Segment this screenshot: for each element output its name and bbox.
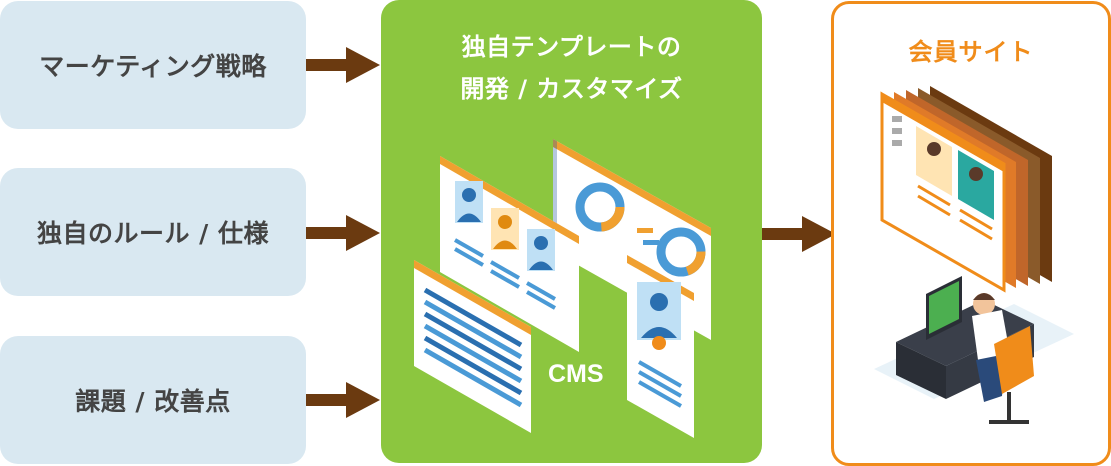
cms-panel-title: 独自テンプレートの 開発 / カスタマイズ xyxy=(381,26,762,110)
input-box-original-rules: 独自のルール / 仕様 xyxy=(0,168,306,296)
member-site-title: 会員サイト xyxy=(908,38,1034,66)
member-site-illustration xyxy=(874,86,1074,424)
arrow-right-icon xyxy=(306,215,380,251)
cms-templates-illustration xyxy=(414,139,711,438)
member-site-panel: 会員サイト xyxy=(831,1,1111,466)
input-box-label: 独自のルール / 仕様 xyxy=(36,219,270,248)
template-window-table-icon xyxy=(414,260,531,433)
stacked-websites-icon xyxy=(880,86,1052,293)
input-box-marketing-strategy: マーケティング戦略 xyxy=(0,1,306,129)
arrow-right-icon xyxy=(306,382,380,418)
cms-panel: 独自テンプレートの 開発 / カスタマイズ CMS xyxy=(381,0,762,463)
input-box-issues: 課題 / 改善点 xyxy=(0,336,306,464)
template-window-profiles-icon xyxy=(440,156,579,352)
cms-title-line-2: 開発 / カスタマイズ xyxy=(460,75,683,103)
input-box-label: マーケティング戦略 xyxy=(39,52,267,81)
cms-label: CMS xyxy=(548,360,604,388)
arrow-right-icon xyxy=(762,216,836,252)
template-window-single-profile-icon xyxy=(627,255,694,438)
input-box-label: 課題 / 改善点 xyxy=(75,387,231,416)
arrow-right-icon xyxy=(306,47,380,83)
cms-title-line-1: 独自テンプレートの xyxy=(461,33,682,61)
user-at-desk-icon xyxy=(874,276,1074,424)
